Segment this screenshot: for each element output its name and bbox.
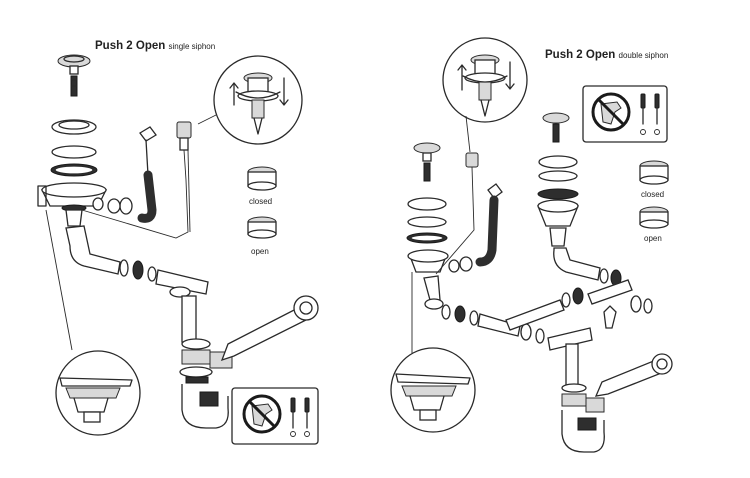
right-open-label: open <box>644 234 662 243</box>
right-left-strainer <box>406 142 449 273</box>
left-overflow-hose <box>92 126 157 223</box>
right-zoom-detail <box>390 347 476 433</box>
right-no-tools-card <box>582 85 668 143</box>
right-open-state <box>639 206 669 229</box>
left-title: Push 2 Open single siphon <box>95 40 216 52</box>
right-closed-state <box>639 160 669 185</box>
right-right-strainer <box>537 112 579 247</box>
right-zoom-line <box>465 115 471 153</box>
left-strainer-plug <box>57 54 91 97</box>
left-open-state <box>247 216 277 239</box>
right-siphon <box>423 247 673 453</box>
left-closed-label: closed <box>249 197 273 206</box>
left-sink-rings <box>37 119 108 227</box>
screwdriver-icon <box>290 397 310 437</box>
left-closed-state <box>247 166 277 191</box>
left-siphon <box>65 225 319 429</box>
right-assembly <box>390 37 673 453</box>
rotate-arrow-icon <box>235 91 281 99</box>
left-open-label: open <box>251 247 269 256</box>
left-push-cable <box>81 121 192 239</box>
right-title: Push 2 Open double siphon <box>545 49 669 61</box>
right-push-cable <box>435 152 503 275</box>
left-callout-line <box>45 209 73 351</box>
left-zoom-detail <box>55 350 141 436</box>
left-no-tools-card <box>231 387 319 445</box>
right-closed-label: closed <box>641 190 665 199</box>
left-zoom-push-button <box>213 55 303 145</box>
no-tools-icon <box>242 394 282 434</box>
left-subtitle: single siphon <box>168 42 216 51</box>
right-zoom-push-button <box>442 37 528 123</box>
left-assembly <box>37 54 319 445</box>
right-subtitle: double siphon <box>618 51 669 60</box>
push-arrow-icon <box>279 77 289 106</box>
